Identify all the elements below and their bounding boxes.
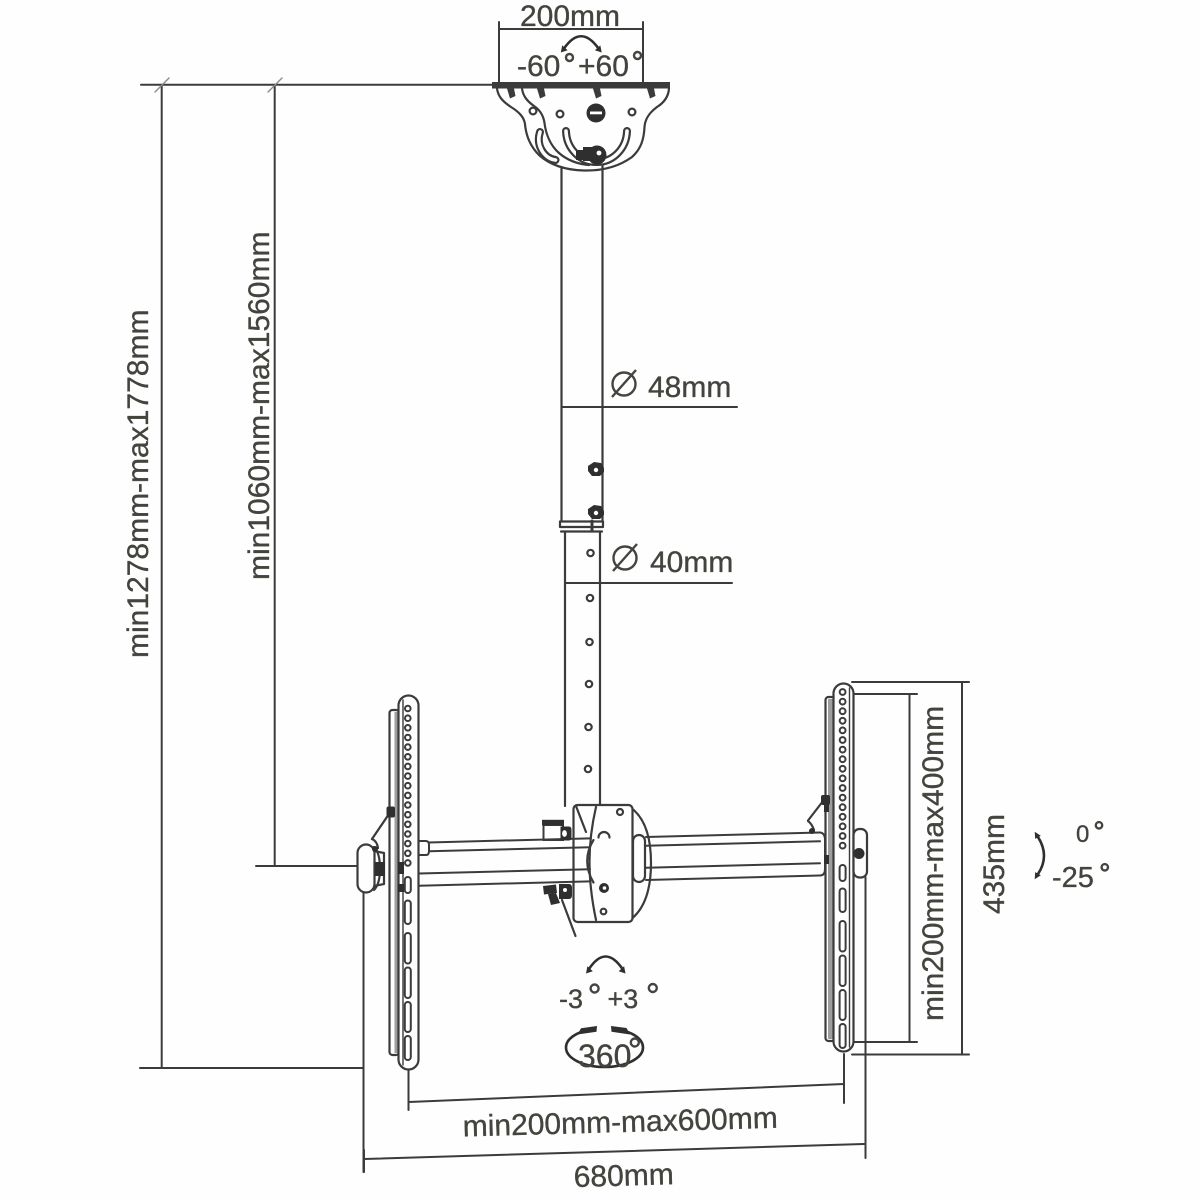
- svg-text:min1060mm-max1560mm: min1060mm-max1560mm: [243, 232, 276, 580]
- svg-text:0: 0: [1076, 821, 1089, 848]
- svg-text:-25: -25: [1052, 862, 1094, 894]
- svg-text:+3: +3: [608, 984, 639, 1014]
- svg-text:200mm: 200mm: [520, 0, 620, 33]
- svg-text:680mm: 680mm: [573, 1158, 674, 1194]
- svg-text:435mm: 435mm: [978, 814, 1011, 914]
- svg-text:-60: -60: [517, 50, 560, 83]
- svg-text:40mm: 40mm: [650, 546, 733, 579]
- svg-text:48mm: 48mm: [648, 371, 731, 404]
- svg-text:-3: -3: [559, 984, 583, 1014]
- svg-text:360: 360: [578, 1038, 631, 1074]
- svg-text:min200mm-max600mm: min200mm-max600mm: [462, 1102, 778, 1144]
- svg-text:min200mm-max400mm: min200mm-max400mm: [917, 706, 950, 1021]
- svg-text:min1278mm-max1778mm: min1278mm-max1778mm: [122, 310, 155, 658]
- svg-text:+60: +60: [578, 50, 629, 83]
